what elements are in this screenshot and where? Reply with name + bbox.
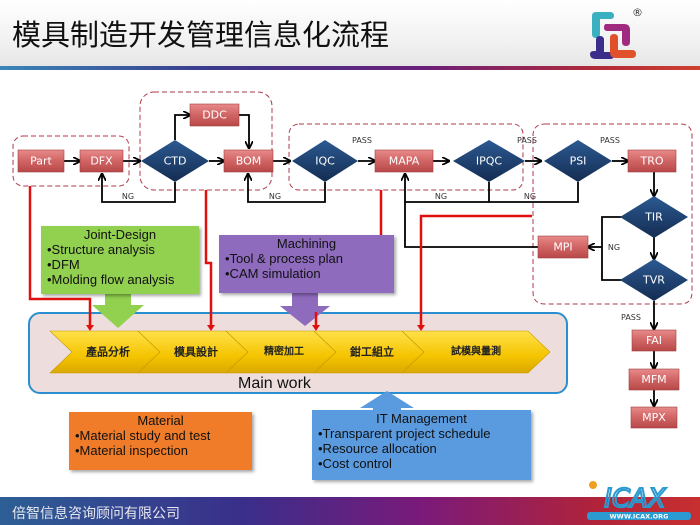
svg-text:DFX: DFX: [90, 155, 113, 168]
ng-label: NG: [608, 243, 620, 252]
svg-text:MAPA: MAPA: [389, 155, 420, 168]
svg-text:TVR: TVR: [642, 274, 665, 287]
svg-text:WWW.ICAX.ORG: WWW.ICAX.ORG: [609, 513, 668, 521]
joint-design-item: •Molding flow analysis: [47, 272, 175, 287]
machining-item: •CAM simulation: [225, 266, 321, 281]
flow-labels: PASS PASS PASS NG NG NG NG NG PASS: [122, 136, 641, 322]
machining-callout: Machining •Tool & process plan •CAM simu…: [219, 235, 394, 293]
footer-bar: [0, 497, 700, 525]
connector-tir-tvr-ng: [601, 216, 622, 281]
process-node-ddc: DDC: [189, 103, 240, 127]
decision-node-ctd: CTD: [141, 140, 209, 182]
svg-text:PSI: PSI: [570, 155, 587, 168]
material-callout: Material •Material study and test •Mater…: [69, 412, 252, 470]
svg-text:IQC: IQC: [315, 155, 335, 168]
machining-item: •Tool & process plan: [225, 251, 344, 266]
decision-node-iqc: IQC: [292, 140, 358, 182]
svg-text:TRO: TRO: [639, 155, 663, 168]
red-link-tr-step4: [417, 214, 532, 331]
joint-design-item: •Structure analysis: [47, 242, 155, 257]
red-link-ctd-step2: [204, 190, 215, 331]
decision-node-psi: PSI: [544, 140, 612, 182]
group-outline-iqc-ipqc: [288, 123, 524, 191]
connector-ctd-ng-dfx: [102, 174, 176, 203]
header-bar: [0, 0, 700, 66]
group-outline-psi-tvr: [532, 123, 693, 305]
process-node-part: Part: [17, 149, 65, 173]
it-management-callout: IT Management •Transparent project sched…: [312, 410, 531, 480]
joint-design-item: •DFM: [47, 257, 80, 272]
ng-label: NG: [524, 192, 536, 201]
process-node-tro: TRO: [627, 149, 677, 173]
company-name: 倍智信息咨询顾问有限公司: [12, 506, 180, 522]
connector-mpi-mapa: [404, 202, 538, 248]
decision-node-tvr: TVR: [620, 259, 688, 301]
connector-ctd-ddc: [174, 115, 190, 140]
process-node-mfm: MFM: [628, 368, 680, 391]
process-node-fai: FAI: [631, 329, 677, 352]
svg-text:DDC: DDC: [202, 109, 227, 122]
connector-ddc-bom: [239, 114, 249, 148]
icax-logo-icon: ICAX WWW.ICAX.ORG: [587, 481, 691, 521]
process-node-mpx: MPX: [630, 406, 678, 429]
pass-label: PASS: [621, 313, 641, 322]
material-item: •Material study and test: [75, 428, 211, 443]
process-node-bom: BOM: [223, 149, 274, 173]
svg-text:ICAX: ICAX: [604, 484, 667, 514]
process-node-mpi: MPI: [537, 235, 589, 259]
it-management-title: IT Management: [376, 411, 467, 426]
it-management-item: •Transparent project schedule: [318, 426, 491, 441]
header-divider: [0, 66, 700, 70]
group-outline-ctd-ddc-bom: [139, 91, 273, 191]
pass-label: PASS: [600, 136, 620, 145]
ng-label: NG: [269, 192, 281, 201]
decision-node-ipqc: IPQC: [453, 140, 525, 182]
pass-label: PASS: [352, 136, 372, 145]
svg-text:Part: Part: [30, 155, 52, 168]
ng-label: NG: [435, 192, 447, 201]
svg-text:MPX: MPX: [642, 411, 666, 424]
ng-label: NG: [122, 192, 134, 201]
it-management-item: •Resource allocation: [318, 441, 437, 456]
process-nodes: Part DFX DDC BOM MAPA TRO MPI FAI MFM MP…: [17, 103, 680, 429]
group-outlines: [12, 91, 693, 305]
main-work-label: Main work: [238, 375, 311, 392]
machining-title: Machining: [276, 236, 337, 251]
four-corner-brand-logo-icon: [590, 12, 636, 59]
process-node-dfx: DFX: [79, 149, 124, 173]
decision-nodes: CTD IQC IPQC PSI TIR TVR: [141, 140, 688, 301]
connector-iqc-ng-bom: [248, 174, 326, 203]
svg-text:MFM: MFM: [641, 373, 666, 386]
it-management-item: •Cost control: [318, 456, 392, 471]
material-title: Material: [137, 413, 184, 428]
joint-design-title: Joint-Design: [83, 227, 157, 242]
svg-text:CTD: CTD: [164, 155, 187, 168]
joint-design-callout: Joint-Design •Structure analysis •DFM •M…: [41, 226, 199, 294]
svg-text:BOM: BOM: [236, 155, 262, 168]
svg-text:FAI: FAI: [646, 334, 662, 347]
decision-node-tir: TIR: [620, 196, 688, 238]
svg-text:TIR: TIR: [644, 211, 663, 224]
process-node-mapa: MAPA: [374, 149, 434, 173]
registered-mark: ®: [632, 6, 643, 19]
black-connectors: [64, 115, 654, 406]
pass-label: PASS: [517, 136, 537, 145]
group-outline-part-dfx: [12, 135, 130, 187]
material-item: •Material inspection: [75, 443, 188, 458]
svg-text:MPI: MPI: [553, 241, 572, 254]
svg-text:IPQC: IPQC: [476, 155, 503, 168]
connector-psi-ng-mapa: [405, 174, 579, 203]
page-title: 模具制造开发管理信息化流程: [12, 18, 390, 52]
